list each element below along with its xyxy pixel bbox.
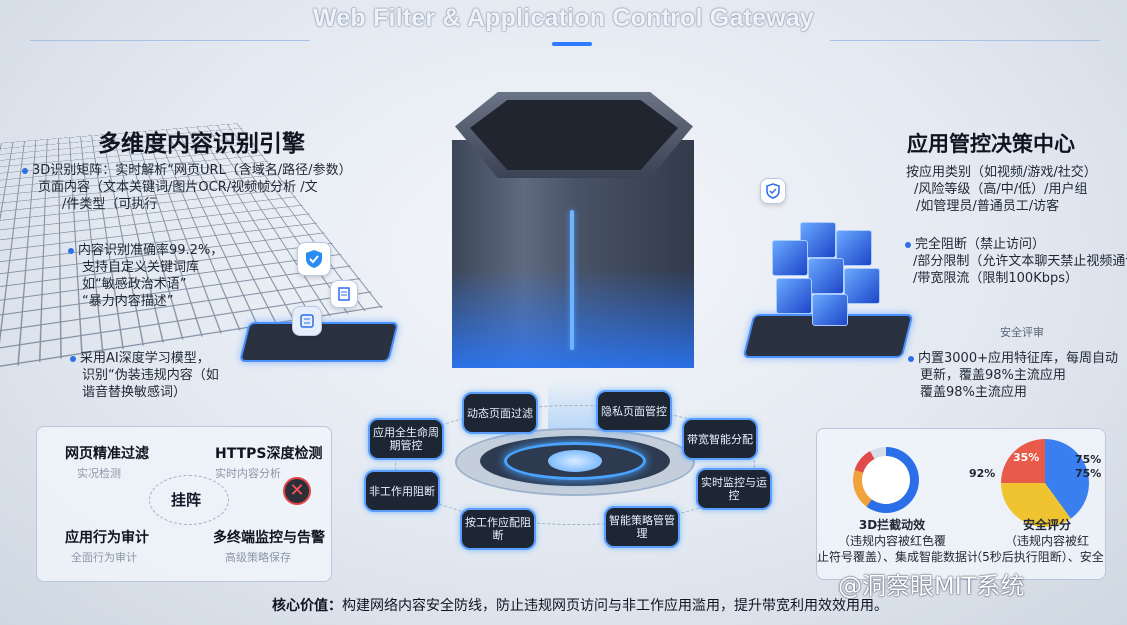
right-p1-line-1: 按应用类别（如视频/游戏/社交） — [906, 164, 1121, 181]
left-b2-line-1: 内容识别准确率99.2%， — [78, 243, 223, 258]
bullet-dot — [70, 356, 76, 362]
pct-left: 92% — [969, 467, 995, 480]
feature-subtitle: 实时内容分析 — [215, 465, 281, 481]
shield-icon — [760, 178, 786, 204]
pie-label: 安全评分 — [997, 517, 1097, 533]
gauge-center — [862, 456, 910, 504]
ring-node-privacy[interactable]: 隐私页面管控 — [596, 390, 672, 432]
ring-node-label: 隐私页面管控 — [601, 405, 667, 418]
left-b1-line-1: 3D识别矩阵：实时解析“网页URL（含域名/路径/参数） — [32, 163, 352, 178]
right-b2-line-2: 更新，覆盖98%主流应用 — [908, 367, 1123, 384]
feature-subtitle: 高级策略保存 — [225, 549, 291, 565]
ring-node-lifecycle[interactable]: 应用全生命周期管控 — [368, 418, 444, 460]
doc-icon — [330, 280, 358, 308]
gauge-line-1: （违规内容被红色覆 — [817, 533, 967, 549]
bullet-dot — [908, 356, 914, 362]
ring-node-label: 智能策略管管理 — [608, 514, 676, 540]
title-line-left — [30, 40, 310, 41]
feature-title: 应用行为审计 — [65, 527, 149, 547]
title-line-right — [830, 40, 1100, 41]
feature-subtitle: 全面行为审计 — [71, 549, 137, 565]
bullet-dot — [68, 248, 74, 254]
ring-node-dynamic-filter[interactable]: 动态页面过滤 — [462, 392, 538, 434]
left-b2-line-2: 支持自定义关键词库 — [68, 259, 268, 276]
right-b2-line-3: 覆盖98%主流应用 — [908, 384, 1123, 401]
ring-node-label: 实时监控与运控 — [700, 476, 768, 502]
ring-node-label: 非工作用阻断 — [369, 485, 435, 498]
right-b1-line-3: /带宽限流（限制100Kbps） — [905, 270, 1127, 287]
bullet-dot — [905, 242, 911, 248]
pie-line-1: （违规内容被红 — [987, 533, 1107, 549]
feature-title: 多终端监控与告警 — [213, 527, 325, 547]
title-underline — [552, 42, 592, 46]
block-icon: ✕ — [283, 477, 311, 505]
right-b2-line-1: 内置3000+应用特征库，每周自动 — [918, 351, 1118, 366]
ring-node-bandwidth[interactable]: 带宽智能分配 — [682, 418, 758, 460]
footer-label: 核心价值： — [272, 598, 342, 614]
footer-text: 构建网络内容安全防线，防止违规网页访问与非工作应用滥用，提升带宽利用效效用用。 — [342, 598, 888, 614]
feature-title: 网页精准过滤 — [65, 443, 149, 463]
right-b1-line-2: /部分限制（允许文本聊天禁止视频通话 — [905, 253, 1127, 270]
left-bullet-3: 采用AI深度学习模型， 识别“伪装违规内容（如 谐音替换敏感词） — [70, 350, 260, 401]
left-bullet-1: 3D识别矩阵：实时解析“网页URL（含域名/路径/参数） 页面内容（文本关键词/… — [22, 162, 382, 213]
ring-node-strategy[interactable]: 智能策略管管理 — [604, 506, 680, 548]
ring-node-monitor[interactable]: 实时监控与运控 — [696, 468, 772, 510]
cube-block — [844, 268, 880, 304]
gauge-line-2: 止符号覆盖）、集成智能数据计 — [817, 549, 977, 565]
bullet-dot — [22, 168, 28, 174]
pie-line-2: （5秒后执行阻断）、安全 — [967, 549, 1107, 565]
ring-node-label: 动态页面过滤 — [467, 407, 533, 420]
feature-title: HTTPS深度检测 — [215, 443, 322, 463]
cube-block — [808, 258, 844, 294]
cube-block — [776, 278, 812, 314]
left-b2-line-3: 如“敏感政治术语” — [68, 276, 268, 293]
watermark: @洞察眼MIT系统 — [838, 566, 1024, 601]
gauge-label: 3D拦截动效 — [847, 517, 937, 533]
right-bullet-2: 内置3000+应用特征库，每周自动 更新，覆盖98%主流应用 覆盖98%主流应用 — [908, 350, 1123, 401]
pct-right-a: 75% — [1075, 453, 1101, 466]
right-b1-line-1: 完全阻断（禁止访问） — [915, 237, 1045, 252]
pct-right-b: 75% — [1075, 467, 1101, 480]
stats-panel-right: 3D拦截动效 （违规内容被红色覆 止符号覆盖）、集成智能数据计 92% 35% … — [816, 428, 1106, 580]
left-b3-line-3: 谐音替换敏感词） — [70, 384, 260, 401]
footer-line: 核心价值：构建网络内容安全防线，防止违规网页访问与非工作应用滥用，提升带宽利用效… — [272, 595, 888, 615]
right-p1-line-3: /如管理员/普通员工/访客 — [906, 198, 1121, 215]
right-para-1: 按应用类别（如视频/游戏/社交） /风险等级（高/中/低）/用户组 /如管理员/… — [906, 164, 1121, 215]
cube-block — [772, 240, 808, 276]
page-title: Web Filter & Application Control Gateway — [0, 4, 1127, 33]
filter-card-icon — [292, 306, 322, 336]
pedestal-core — [548, 450, 602, 472]
right-faded-line: 安全评审 — [1000, 324, 1044, 341]
left-bullet-2: 内容识别准确率99.2%， 支持自定义关键词库 如“敏感政治术语” “暴力内容描… — [68, 242, 268, 310]
right-heading: 应用管控决策中心 — [907, 128, 1075, 158]
right-p1-line-2: /风险等级（高/中/低）/用户组 — [906, 181, 1121, 198]
ring-node-label: 带宽智能分配 — [687, 433, 753, 446]
feature-panel-left: 网页精准过滤 实况检测 HTTPS深度检测 实时内容分析 挂阵 ✕ 应用行为审计… — [36, 426, 332, 582]
shield-check-icon — [297, 242, 331, 276]
gateway-top-panel — [470, 100, 678, 170]
feature-subtitle: 实况检测 — [77, 465, 121, 481]
pct-top: 35% — [1013, 451, 1039, 464]
left-b1-line-3: /件类型（可执行 — [22, 196, 382, 213]
cube-block — [812, 294, 848, 326]
ring-node-label: 按工作应配阻断 — [464, 516, 532, 542]
panel-center-label: 挂阵 — [171, 489, 201, 510]
left-b3-line-1: 采用AI深度学习模型， — [80, 351, 210, 366]
gateway-light-strip — [570, 210, 574, 350]
ring-node-nonwork-block[interactable]: 非工作用阻断 — [364, 470, 440, 512]
ring-node-label: 应用全生命周期管控 — [372, 426, 440, 452]
right-bullet-1: 完全阻断（禁止访问） /部分限制（允许文本聊天禁止视频通话 /带宽限流（限制10… — [905, 236, 1127, 287]
ring-node-work-block[interactable]: 按工作应配阻断 — [460, 508, 536, 550]
left-heading: 多维度内容识别引擎 — [98, 124, 305, 158]
left-b3-line-2: 识别“伪装违规内容（如 — [70, 367, 260, 384]
left-b2-line-4: “暴力内容描述” — [68, 293, 268, 310]
left-b1-line-2: 页面内容（文本关键词/图片OCR/视频帧分析 /文 — [22, 179, 382, 196]
